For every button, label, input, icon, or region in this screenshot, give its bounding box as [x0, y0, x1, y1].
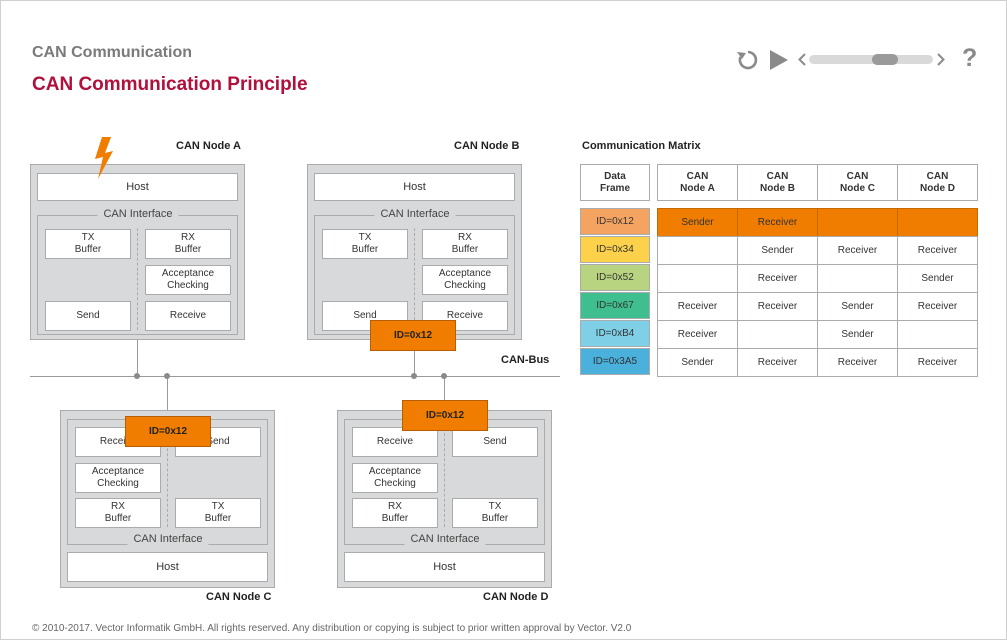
node-b-tx-buffer: TX Buffer — [322, 229, 408, 259]
node-a-receive: Receive — [145, 301, 231, 331]
message-frame-node-d: ID=0x12 — [402, 400, 488, 431]
matrix-header-cell: Data Frame — [580, 164, 650, 201]
matrix-cell: Receiver — [817, 348, 898, 377]
matrix-cell: Sender — [817, 292, 898, 321]
node-d-acceptance: Acceptance Checking — [352, 463, 438, 493]
node-d-receive: Receive — [352, 427, 438, 457]
lightning-icon — [95, 137, 113, 179]
message-frame-node-b: ID=0x12 — [370, 320, 456, 351]
node-c-tx-buffer: TX Buffer — [175, 498, 261, 528]
node-d-send: Send — [452, 427, 538, 457]
help-icon[interactable]: ? — [962, 44, 978, 72]
node-a-tx-buffer: TX Buffer — [45, 229, 131, 259]
node-a-host: Host — [37, 173, 238, 201]
replay-icon[interactable] — [736, 48, 760, 72]
node-a-divider — [137, 228, 138, 330]
matrix-cell: Receiver — [737, 292, 818, 321]
bus-drop-node-d — [444, 376, 445, 410]
node-d-interface-label: CAN Interface — [404, 533, 486, 545]
matrix-cell — [737, 320, 818, 349]
bus-junction-b — [411, 373, 417, 379]
node-c-label: CAN Node C — [206, 591, 272, 603]
chevron-left-icon[interactable] — [798, 53, 806, 66]
play-icon[interactable] — [768, 49, 790, 71]
node-a-label: CAN Node A — [176, 140, 241, 152]
bus-drop-node-c — [167, 376, 168, 410]
bus-drop-node-b — [414, 340, 415, 376]
matrix-frame-id: ID=0x12 — [580, 208, 650, 235]
matrix-frame-id: ID=0x67 — [580, 292, 650, 319]
matrix-cell: Receiver — [817, 236, 898, 265]
node-b-rx-buffer: RX Buffer — [422, 229, 508, 259]
progress-slider-thumb[interactable] — [872, 54, 898, 65]
node-c-interface-label: CAN Interface — [127, 533, 209, 545]
node-d-tx-buffer: TX Buffer — [452, 498, 538, 528]
node-c-acceptance: Acceptance Checking — [75, 463, 161, 493]
matrix-cell: Receiver — [657, 320, 738, 349]
matrix-cell — [657, 236, 738, 265]
bus-junction-c — [164, 373, 170, 379]
node-a-interface-label: CAN Interface — [97, 208, 179, 220]
bus-drop-node-a — [137, 340, 138, 376]
matrix-frame-id: ID=0x34 — [580, 236, 650, 263]
matrix-header-cell: CAN Node B — [737, 164, 818, 201]
node-c: CAN Interface Receive Send Acceptance Ch… — [60, 410, 275, 588]
node-d-rx-buffer: RX Buffer — [352, 498, 438, 528]
matrix-cell: Receiver — [657, 292, 738, 321]
matrix-frame-id: ID=0x3A5 — [580, 348, 650, 375]
matrix-frame-id: ID=0x52 — [580, 264, 650, 291]
matrix-cell: Receiver — [737, 348, 818, 377]
matrix-cell: Receiver — [897, 292, 978, 321]
page-title: CAN Communication Principle — [32, 74, 308, 95]
node-b-send: Send — [322, 301, 408, 331]
node-c-rx-buffer: RX Buffer — [75, 498, 161, 528]
node-b-host: Host — [314, 173, 515, 201]
node-b-divider — [414, 228, 415, 330]
communication-matrix: Data Frame CAN Node A CAN Node B CAN Nod… — [580, 164, 978, 378]
matrix-cell — [817, 208, 898, 237]
matrix-cell — [897, 320, 978, 349]
bus-junction-a — [134, 373, 140, 379]
node-c-host: Host — [67, 552, 268, 582]
matrix-cell: Sender — [897, 264, 978, 293]
matrix-cell: Receiver — [737, 208, 818, 237]
node-b: Host CAN Interface TX Buffer RX Buffer A… — [307, 164, 522, 340]
node-d-label: CAN Node D — [483, 591, 549, 603]
node-a-send: Send — [45, 301, 131, 331]
node-d-divider — [444, 423, 445, 527]
course-subtitle: CAN Communication — [32, 44, 192, 61]
matrix-cell — [897, 208, 978, 237]
matrix-frame-id: ID=0xB4 — [580, 320, 650, 347]
node-d-host: Host — [344, 552, 545, 582]
matrix-title: Communication Matrix — [582, 140, 701, 152]
node-b-interface-label: CAN Interface — [374, 208, 456, 220]
matrix-cell: Receiver — [897, 236, 978, 265]
node-d: CAN Interface Receive Send Acceptance Ch… — [337, 410, 552, 588]
node-a-acceptance: Acceptance Checking — [145, 265, 231, 295]
matrix-cell — [657, 264, 738, 293]
node-b-acceptance: Acceptance Checking — [422, 265, 508, 295]
matrix-cell — [817, 264, 898, 293]
node-a: Host CAN Interface TX Buffer RX Buffer A… — [30, 164, 245, 340]
node-b-label: CAN Node B — [454, 140, 520, 152]
progress-slider[interactable] — [809, 55, 933, 64]
matrix-cell: Sender — [737, 236, 818, 265]
matrix-cell: Sender — [657, 348, 738, 377]
matrix-header-cell: CAN Node A — [657, 164, 738, 201]
bus-junction-d — [441, 373, 447, 379]
copyright-footer: © 2010-2017. Vector Informatik GmbH. All… — [32, 623, 632, 634]
matrix-cell: Sender — [817, 320, 898, 349]
node-a-rx-buffer: RX Buffer — [145, 229, 231, 259]
matrix-cell: Receiver — [737, 264, 818, 293]
message-frame-node-c: ID=0x12 — [125, 416, 211, 447]
matrix-cell: Receiver — [897, 348, 978, 377]
can-bus-label: CAN-Bus — [501, 354, 550, 366]
matrix-header-cell: CAN Node C — [817, 164, 898, 201]
node-c-divider — [167, 423, 168, 527]
matrix-header-cell: CAN Node D — [897, 164, 978, 201]
matrix-cell: Sender — [657, 208, 738, 237]
chevron-right-icon[interactable] — [937, 53, 945, 66]
can-bus-line — [30, 376, 560, 377]
